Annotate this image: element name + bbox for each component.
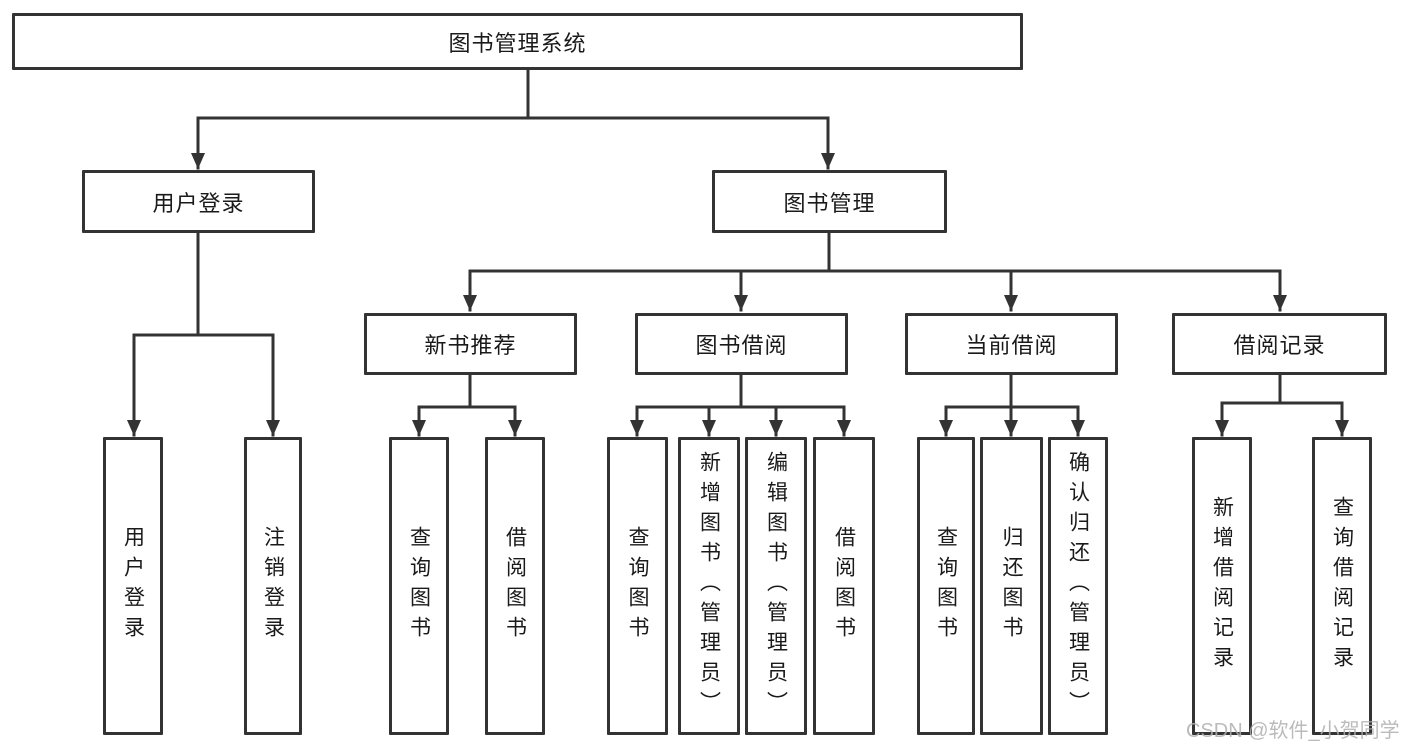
node-query-books-1: 查询图书: [389, 437, 449, 735]
node-user-login-leaf: 用户登录: [103, 437, 163, 735]
node-borrow-books-1: 借阅图书: [485, 437, 545, 735]
node-borrowing-records: 借阅记录: [1172, 313, 1387, 375]
node-logout-leaf: 注销登录: [244, 437, 302, 735]
node-confirm-return-admin: 确认归还（管理员）: [1048, 437, 1108, 735]
node-query-books-3: 查询图书: [917, 437, 975, 735]
node-label: 查询图书: [934, 526, 958, 646]
node-label: 查询图书: [626, 526, 649, 646]
node-label: 借阅记录: [1233, 333, 1326, 358]
node-label: 归还图书: [1000, 526, 1023, 646]
node-book-management-system: 图书管理系统: [12, 13, 1023, 70]
node-query-books-2: 查询图书: [607, 437, 668, 735]
node-label: 图书管理系统: [448, 30, 587, 56]
node-label: 借阅图书: [832, 526, 856, 646]
node-new-book-recommend: 新书推荐: [364, 313, 577, 375]
node-label: 查询借阅记录: [1330, 496, 1354, 676]
node-label: 用户登录: [121, 526, 145, 646]
node-book-management: 图书管理: [712, 170, 947, 233]
node-current-borrowing: 当前借阅: [905, 313, 1118, 375]
node-label: 当前借阅: [965, 333, 1058, 358]
csdn-watermark: CSDN @软件_小贺同学: [1186, 720, 1400, 742]
node-query-borrow-record: 查询借阅记录: [1312, 437, 1372, 735]
node-add-books-admin: 新增图书（管理员）: [678, 437, 740, 735]
node-label: 查询图书: [407, 526, 431, 646]
node-user-login: 用户登录: [82, 170, 315, 233]
node-return-books: 归还图书: [980, 437, 1043, 735]
node-label: 新增图书（管理员）: [697, 451, 721, 721]
node-label: 确认归还（管理员）: [1066, 451, 1090, 721]
node-label: 注销登录: [261, 526, 285, 646]
node-label: 编辑图书（管理员）: [764, 451, 788, 721]
node-add-borrow-record: 新增借阅记录: [1192, 437, 1252, 735]
node-label: 图书借阅: [695, 333, 788, 358]
node-edit-books-admin: 编辑图书（管理员）: [745, 437, 807, 735]
node-label: 借阅图书: [503, 526, 527, 646]
connector-group: [127, 68, 1349, 437]
node-book-borrowing: 图书借阅: [635, 313, 848, 375]
node-label: 新书推荐: [424, 333, 517, 358]
node-label: 图书管理: [783, 190, 876, 216]
node-label: 新增借阅记录: [1210, 496, 1234, 676]
node-borrow-books-2: 借阅图书: [813, 437, 875, 735]
node-label: 用户登录: [152, 190, 245, 216]
